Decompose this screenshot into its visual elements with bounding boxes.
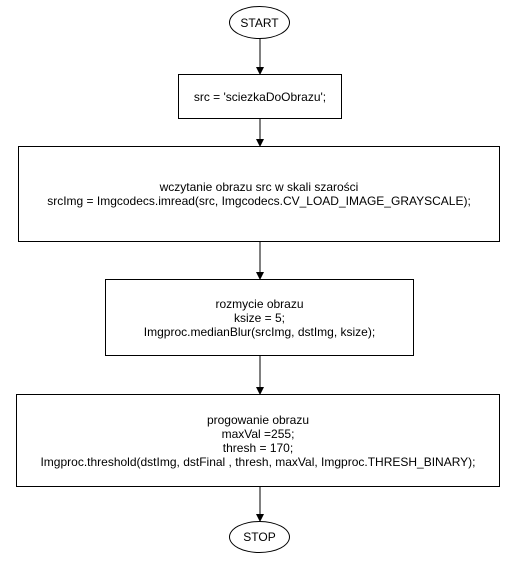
step3-line-2: ksize = 5; — [233, 310, 286, 325]
start-label: START — [240, 15, 279, 30]
step4-line-1: progowanie obrazu — [206, 412, 310, 427]
step2-line-2: srcImg = Imgcodecs.imread(src, Imgcodecs… — [47, 194, 471, 208]
process-step-src-assignment: src = 'sciezkaDoObrazu'; — [178, 74, 342, 119]
step4-line-4: Imgproc.threshold(dstImg, dstFinal , thr… — [40, 454, 476, 469]
step3-line-3: Imgproc.medianBlur(srcImg, dstImg, ksize… — [143, 324, 376, 339]
step4-line-2: maxVal =255; — [221, 426, 295, 441]
step1-line-1: src = 'sciezkaDoObrazu'; — [193, 89, 327, 104]
step2-line-1: wczytanie obrazu src w skali szarości — [159, 180, 359, 194]
process-step-load-grayscale: wczytanie obrazu src w skali szarości sr… — [18, 146, 500, 242]
start-terminal: START — [229, 6, 290, 39]
step4-line-3: thresh = 170; — [222, 440, 294, 455]
stop-terminal: STOP — [229, 521, 290, 553]
stop-label: STOP — [243, 530, 276, 544]
process-step-median-blur: rozmycie obrazu ksize = 5; Imgproc.media… — [105, 279, 414, 356]
step3-line-1: rozmycie obrazu — [215, 296, 304, 311]
process-step-threshold: progowanie obrazu maxVal =255; thresh = … — [16, 394, 500, 487]
